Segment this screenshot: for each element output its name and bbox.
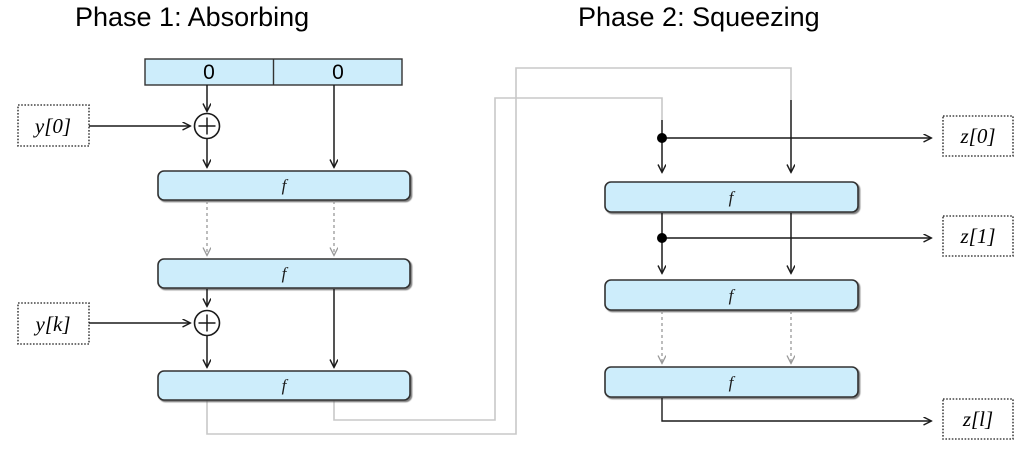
phase2-title: Phase 2: Squeezing xyxy=(578,2,820,32)
output-box-zl[interactable]: z[l] xyxy=(942,398,1014,440)
phase1-title: Phase 1: Absorbing xyxy=(75,2,310,32)
xor-gate-2 xyxy=(193,309,221,337)
phase1-permutation-2[interactable]: f xyxy=(157,258,411,289)
input-label-y0: y[0] xyxy=(33,114,71,138)
phase2-permutation-2[interactable]: f xyxy=(604,279,859,311)
state-bar-right-value: 0 xyxy=(332,61,344,84)
input-box-yk[interactable]: y[k] xyxy=(17,302,90,345)
feedback-path-left xyxy=(206,67,792,435)
permutation-label: f xyxy=(282,264,289,283)
output-box-z1[interactable]: z[1] xyxy=(942,215,1014,257)
permutation-label: f xyxy=(729,188,736,207)
permutation-label: f xyxy=(282,376,289,395)
permutation-label: f xyxy=(729,286,736,305)
input-box-y0[interactable]: y[0] xyxy=(17,104,90,147)
output-label-z0: z[0] xyxy=(959,124,995,148)
permutation-label: f xyxy=(729,373,736,392)
phase1-permutation-3[interactable]: f xyxy=(157,370,411,401)
phase1-permutation-1[interactable]: f xyxy=(157,170,411,201)
state-bar-left-value: 0 xyxy=(203,61,215,84)
phase1-state-bar: 0 0 xyxy=(144,58,403,86)
tap-dot-2 xyxy=(657,233,667,243)
output-label-zl: z[l] xyxy=(962,407,993,431)
tap-dot-1 xyxy=(657,133,667,143)
phase2-permutation-3[interactable]: f xyxy=(604,366,859,398)
xor-gate-1 xyxy=(193,112,221,140)
output-label-z1: z[1] xyxy=(959,224,995,248)
output-box-z0[interactable]: z[0] xyxy=(942,115,1014,157)
input-label-yk: y[k] xyxy=(34,312,71,336)
feedback-path-right xyxy=(333,97,663,421)
arrow-f6-to-zl xyxy=(661,398,931,421)
permutation-label: f xyxy=(282,176,289,195)
phase2-permutation-1[interactable]: f xyxy=(604,181,859,213)
